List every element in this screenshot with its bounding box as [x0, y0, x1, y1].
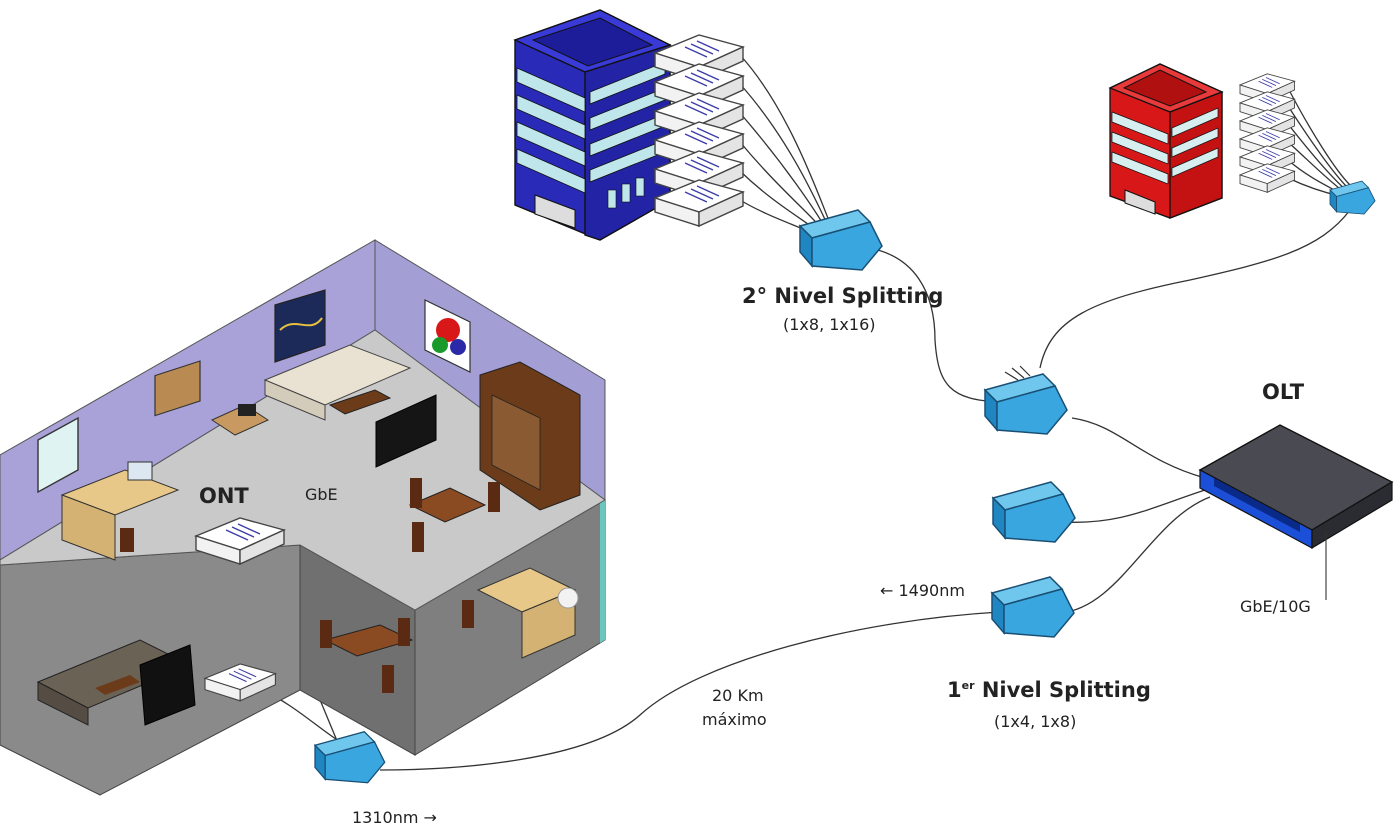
- level1-ratios: (1x4, 1x8): [994, 712, 1077, 731]
- olt-port-label: GbE/10G: [1240, 597, 1311, 616]
- distance-line1: 20 Km: [712, 686, 764, 705]
- level2-title: 2° Nivel Splitting: [742, 284, 944, 308]
- splitter-home: [314, 731, 386, 784]
- olt-label: OLT: [1262, 380, 1305, 404]
- gbe-label: GbE: [305, 485, 338, 504]
- splitter-level1-middle: [992, 481, 1076, 543]
- level1-title: 1er Nivel Splitting: [947, 678, 1151, 702]
- downstream-wavelength: ← 1490nm: [880, 581, 965, 600]
- upstream-wavelength: 1310nm →: [352, 808, 437, 827]
- customer-house: [0, 239, 606, 796]
- red-building-ont-stack: [1239, 73, 1295, 193]
- olt-device: [1198, 424, 1394, 600]
- level2-ratios: (1x8, 1x16): [783, 315, 876, 334]
- ont-label: ONT: [199, 484, 249, 508]
- distance-line2: máximo: [702, 710, 767, 729]
- red-building: [1108, 63, 1224, 219]
- splitter-level1-top: [984, 365, 1068, 435]
- blue-building: [513, 9, 672, 241]
- splitter-level1-bottom: [991, 576, 1075, 638]
